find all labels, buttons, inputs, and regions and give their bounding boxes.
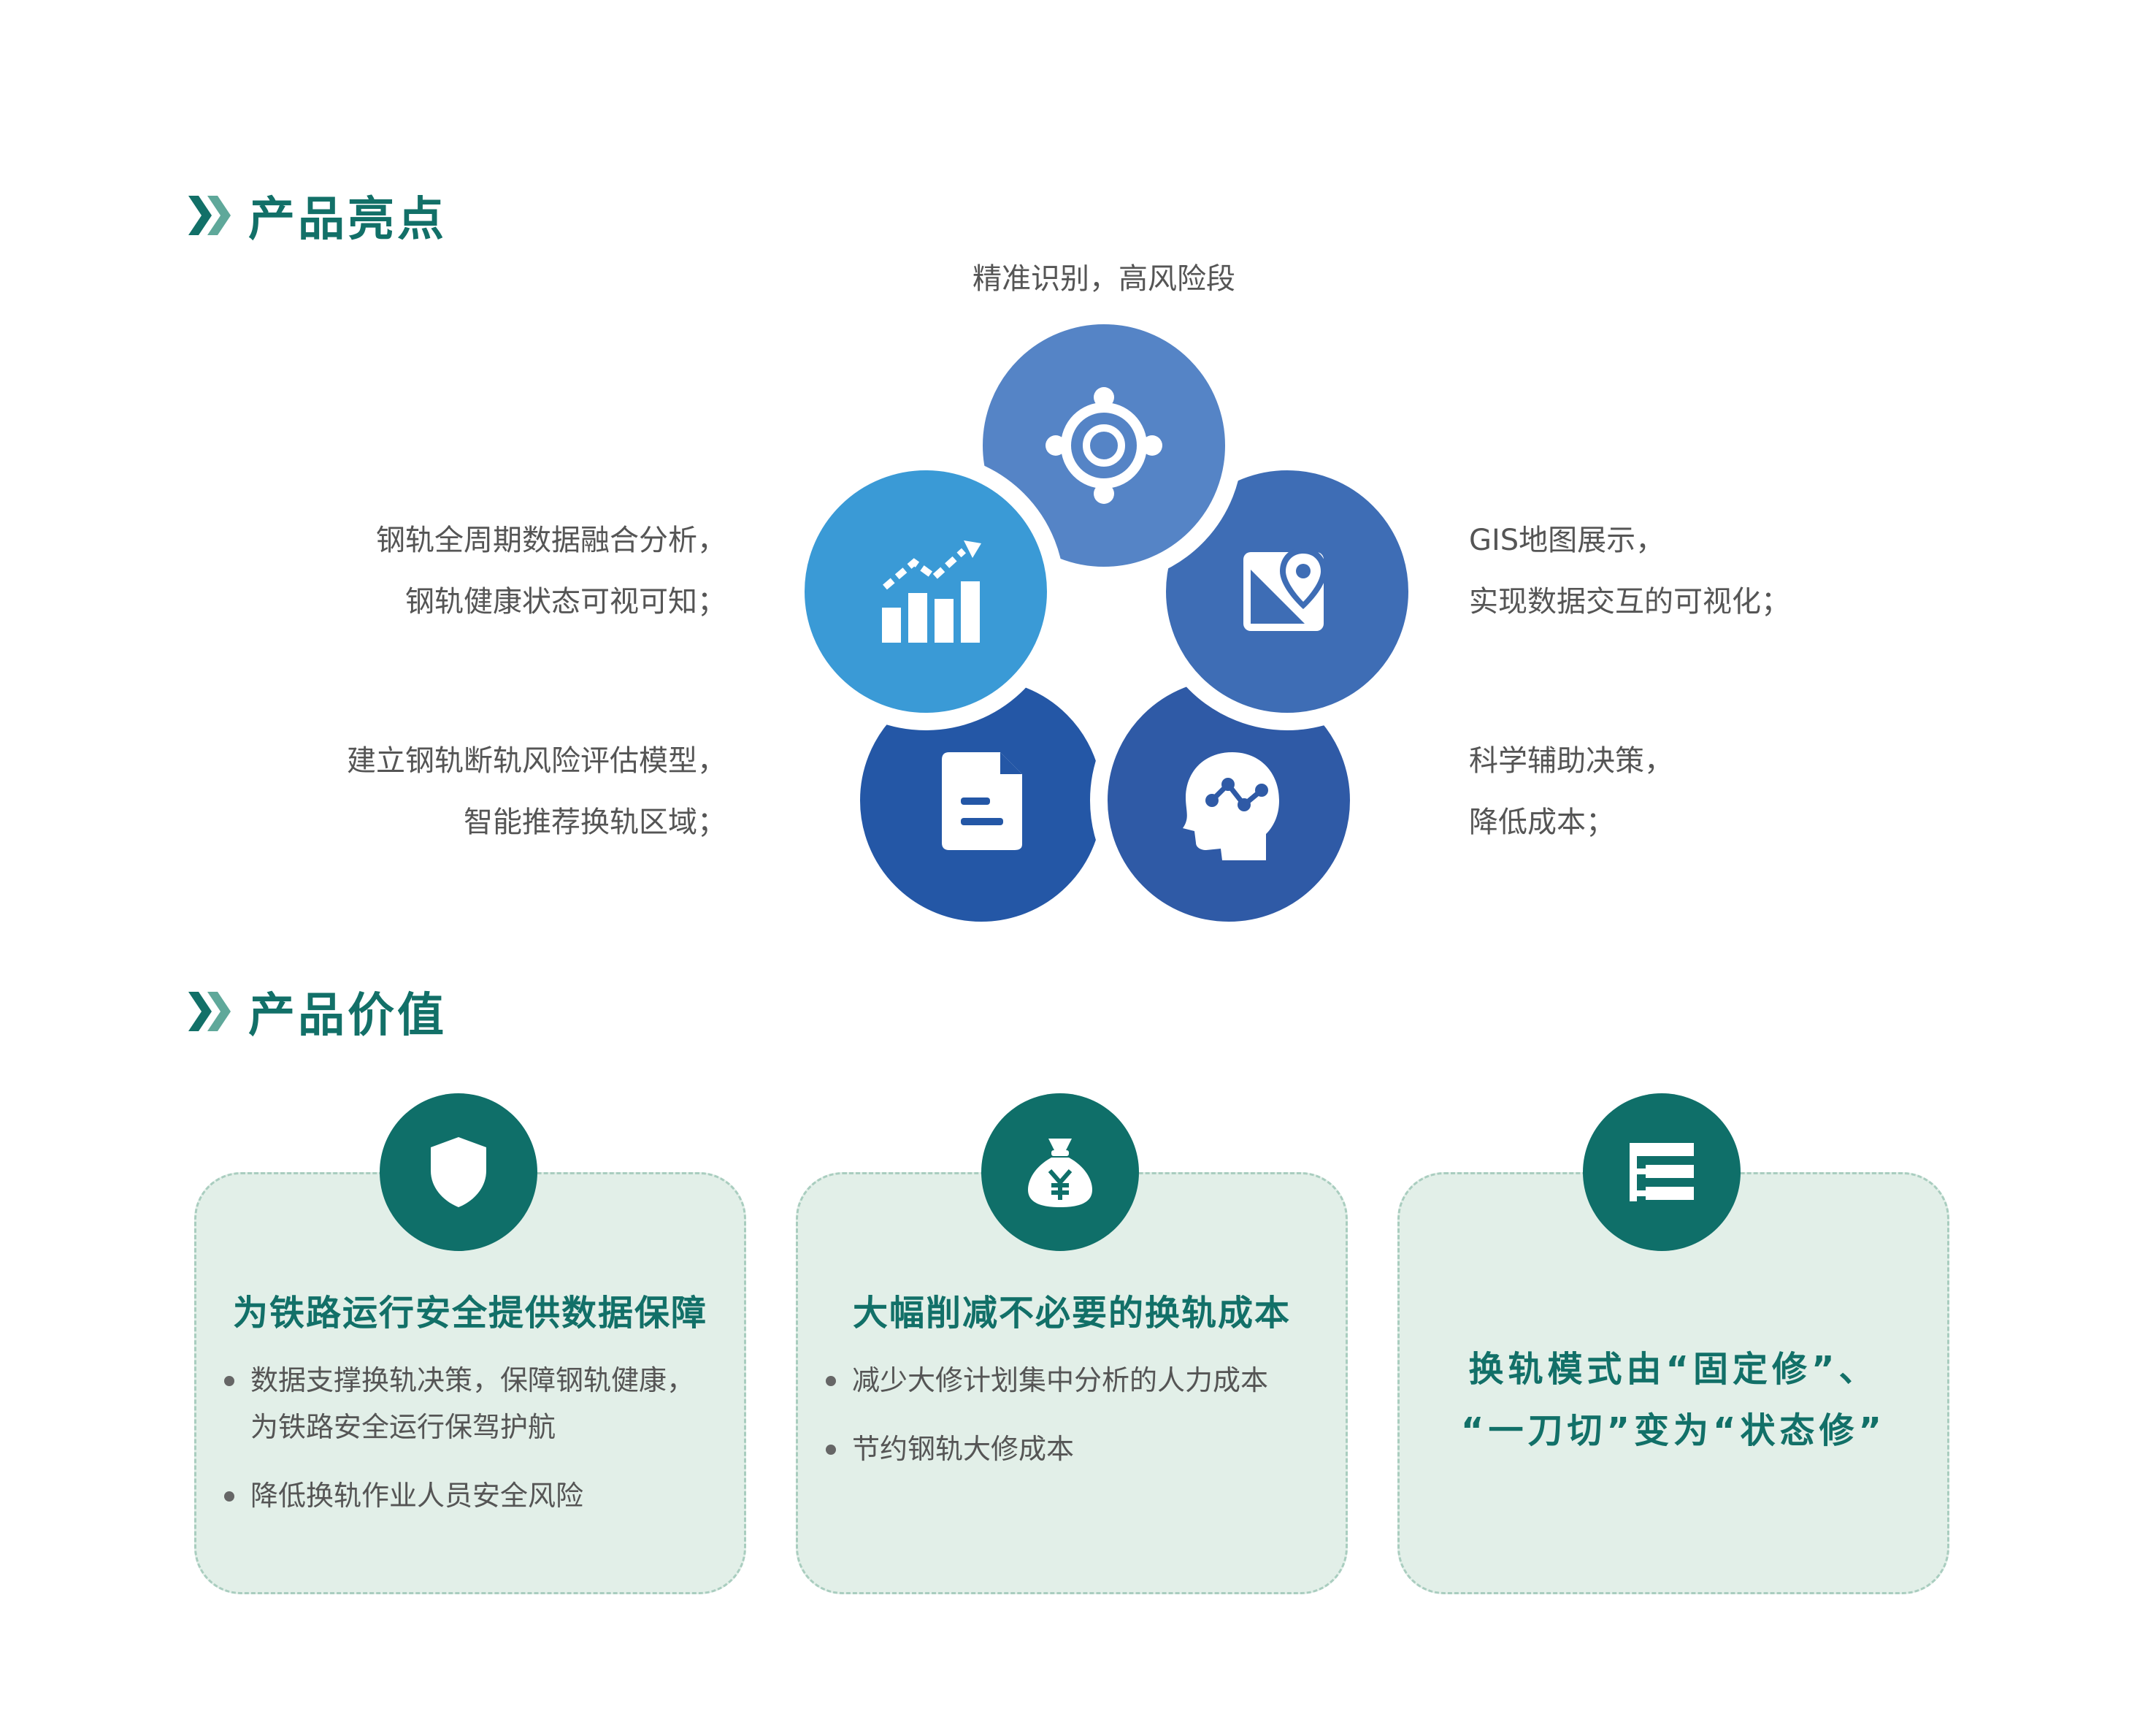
bullet-dot	[224, 1491, 234, 1502]
highlight-lower-right-line-2: 降低成本；	[1469, 806, 1615, 839]
circle-left	[787, 453, 1064, 730]
highlight-upper-right-line-1: GIS地图展示，	[1469, 524, 1665, 557]
card-bullets-safety: 数据支撑换轨决策，保障钢轨健康， 为铁路安全运行保驾护航 降低换轨作业人员安全风…	[221, 1357, 729, 1541]
section-header-value: 产品价值	[188, 982, 447, 1043]
table-tree-icon	[1630, 1143, 1694, 1201]
bullet-text: 数据支撑换轨决策，保障钢轨健康，	[250, 1364, 695, 1396]
card-quote-mode: 换轨模式由“固定修”、 “一刀切”变为“状态修”	[1400, 1339, 1947, 1461]
highlight-lower-left-text: 建立钢轨断轨风险评估模型， 智能推荐换轨区域；	[347, 730, 726, 853]
highlight-top-line-1: 精准识别，高风险段	[972, 262, 1235, 296]
brain-head-icon	[1183, 752, 1279, 860]
card-quote-line-1: 换轨模式由“固定修”、	[1468, 1349, 1879, 1390]
highlight-lower-left-line-1: 建立钢轨断轨风险评估模型，	[347, 744, 726, 778]
shield-icon	[431, 1137, 486, 1207]
card-title-cost: 大幅削减不必要的换轨成本	[852, 1293, 1291, 1334]
highlights-flower-diagram	[787, 307, 1417, 930]
document-icon	[942, 752, 1022, 850]
highlight-lower-left-line-2: 智能推荐换轨区域；	[464, 806, 726, 839]
highlight-upper-right-line-2: 实现数据交互的可视化；	[1469, 585, 1790, 619]
money-bag-icon-badge	[981, 1093, 1139, 1251]
crosshair-icon	[1046, 387, 1162, 504]
table-tree-icon-badge	[1583, 1093, 1741, 1251]
highlight-upper-right-text: GIS地图展示， 实现数据交互的可视化；	[1469, 510, 1790, 632]
highlight-lower-right-text: 科学辅助决策， 降低成本；	[1469, 730, 1673, 853]
section-title-value: 产品价值	[248, 989, 447, 1043]
circle-top	[965, 307, 1243, 584]
double-chevron-icon	[188, 992, 231, 1031]
double-chevron-icon	[188, 196, 231, 235]
list-item: 减少大修计划集中分析的人力成本	[823, 1357, 1331, 1404]
bullet-dot	[826, 1376, 836, 1386]
money-bag-icon	[1028, 1139, 1092, 1207]
card-quote-line-2: “一刀切”变为“状态修”	[1460, 1410, 1887, 1451]
highlight-top-text: 精准识别，高风险段	[885, 248, 1323, 310]
bullet-text: 降低换轨作业人员安全风险	[250, 1480, 584, 1512]
highlight-upper-left-text: 钢轨全周期数据融合分析， 钢轨健康状态可视可知；	[376, 510, 726, 632]
bullet-text: 减少大修计划集中分析的人力成本	[852, 1364, 1269, 1396]
growth-chart-icon	[882, 540, 981, 643]
list-item: 节约钢轨大修成本	[823, 1426, 1331, 1472]
card-title-safety: 为铁路运行安全提供数据保障	[232, 1293, 707, 1334]
list-item: 数据支撑换轨决策，保障钢轨健康， 为铁路安全运行保驾护航	[221, 1357, 729, 1450]
bullet-dot	[826, 1445, 836, 1455]
highlight-upper-left-line-2: 钢轨健康状态可视可知；	[405, 585, 726, 619]
map-pin-icon	[1243, 548, 1327, 631]
bullet-dot	[224, 1376, 234, 1386]
shield-icon-badge	[380, 1093, 537, 1251]
highlight-lower-right-line-1: 科学辅助决策，	[1469, 744, 1673, 778]
section-header-highlights: 产品亮点	[188, 186, 447, 247]
card-bullets-cost: 减少大修计划集中分析的人力成本 节约钢轨大修成本	[823, 1357, 1331, 1494]
section-title-highlights: 产品亮点	[248, 193, 447, 247]
bullet-text: 节约钢轨大修成本	[852, 1433, 1075, 1465]
list-item: 降低换轨作业人员安全风险	[221, 1472, 729, 1519]
bullet-text: 为铁路安全运行保驾护航	[250, 1411, 556, 1443]
highlight-upper-left-line-1: 钢轨全周期数据融合分析，	[376, 524, 726, 557]
